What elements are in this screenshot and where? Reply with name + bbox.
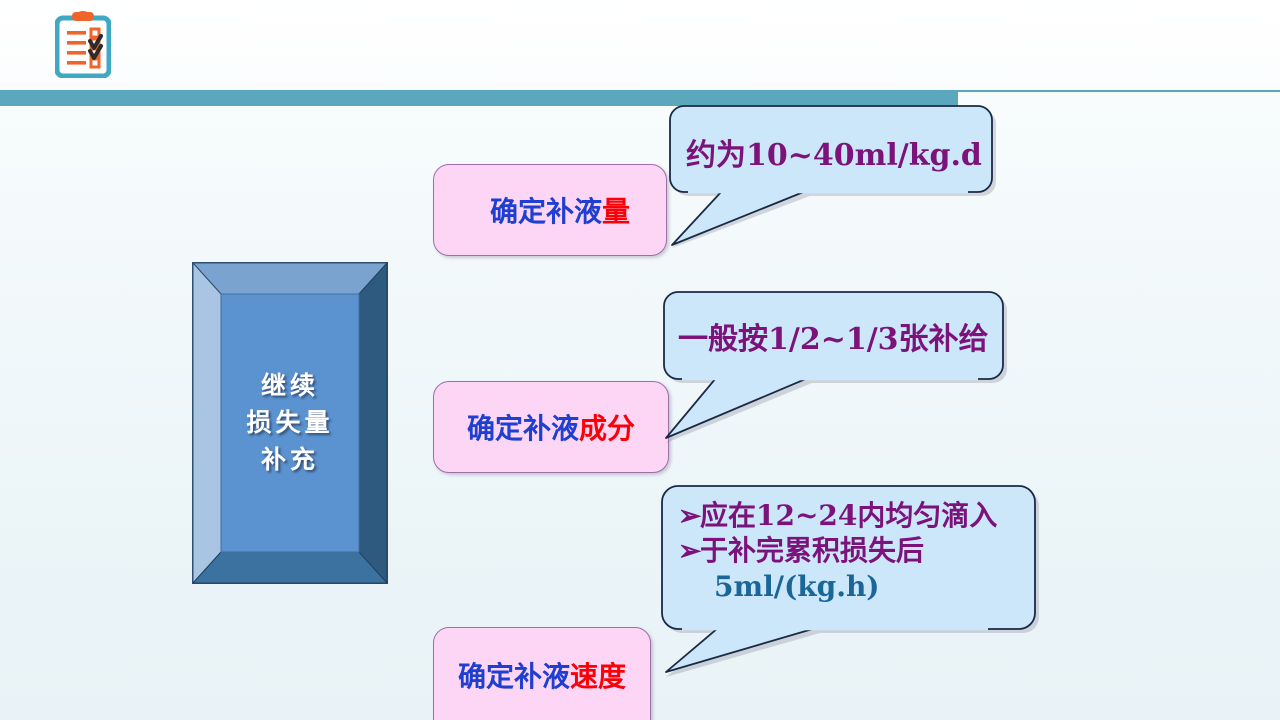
clipboard-checklist-icon <box>54 10 112 79</box>
slide-header <box>0 0 1280 88</box>
chevron-bullet-icon: ➢ <box>678 499 702 532</box>
step-composition-label-blue: 确定补液 <box>466 412 579 445</box>
continuing-loss-replacement-box: 继续 损失量 补充 <box>192 262 388 584</box>
callout-rate: ➢应在12~24内均匀滴入 ➢于补完累积损失后 5ml/(kg.h) <box>658 484 1043 679</box>
callout-volume-text: 约为10~40ml/kg.d <box>686 138 982 173</box>
step-rate-label-red: 速度 <box>570 659 627 693</box>
step-volume-label-blue: 确定补液 <box>489 195 602 228</box>
callout-rate-bullet-2-label: 于补完累积损失后 <box>700 534 925 568</box>
step-volume-box[interactable]: 确定补液量 <box>433 164 667 256</box>
callout-rate-bullet-2: ➢于补完累积损失后 <box>678 533 997 568</box>
step-rate-label-blue: 确定补液 <box>457 659 570 693</box>
callout-composition: 一般按1/2~1/3张补给 <box>660 290 1010 445</box>
step-rate-box[interactable]: 确定补液速度 <box>433 627 651 720</box>
callout-rate-subline: 5ml/(kg.h) <box>714 569 880 603</box>
step-composition-label-red: 成分 <box>579 412 636 445</box>
step-composition-box[interactable]: 确定补液成分 <box>433 381 669 473</box>
callout-rate-text: ➢应在12~24内均匀滴入 ➢于补完累积损失后 5ml/(kg.h) <box>678 498 997 604</box>
callout-composition-text: 一般按1/2~1/3张补给 <box>678 322 989 357</box>
callout-rate-bullet-1-label: 应在12~24内均匀滴入 <box>700 499 998 532</box>
chevron-bullet-icon: ➢ <box>678 534 702 568</box>
callout-volume: 约为10~40ml/kg.d <box>668 105 1003 250</box>
callout-rate-bullet-1: ➢应在12~24内均匀滴入 <box>678 498 997 533</box>
step-volume-label-red: 量 <box>602 195 631 228</box>
header-divider-bar <box>0 90 958 106</box>
